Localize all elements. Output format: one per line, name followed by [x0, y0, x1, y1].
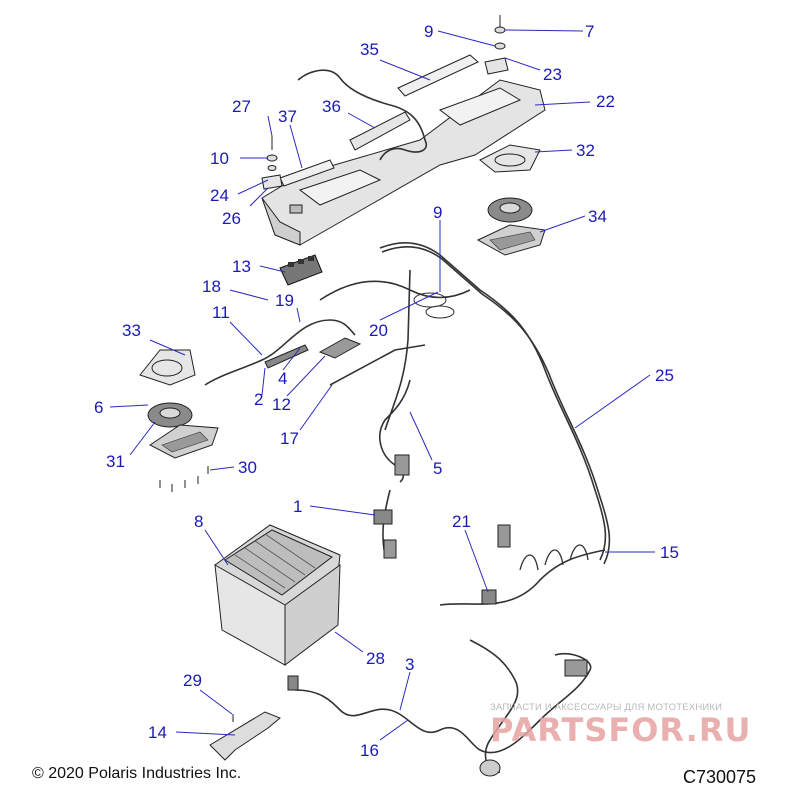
callout-18: 18 [202, 277, 221, 296]
callout-20: 20 [369, 321, 388, 340]
callout-4: 4 [278, 369, 287, 388]
callout-25: 25 [655, 366, 674, 385]
screws-30 [159, 466, 209, 492]
callout-23: 23 [543, 65, 562, 84]
speaker-bezel-33 [139, 349, 196, 386]
callout-6: 6 [94, 398, 103, 417]
callout-36: 36 [322, 97, 341, 116]
callout-15: 15 [660, 543, 679, 562]
antenna-17 [329, 344, 426, 386]
trim-strip-35 [397, 54, 479, 97]
speaker-31 [147, 402, 219, 459]
overhead-harness [297, 69, 427, 161]
harness-11 [204, 319, 356, 386]
callout-24: 24 [210, 186, 229, 205]
callout-13: 13 [232, 257, 251, 276]
callout-9b: 9 [433, 203, 442, 222]
callout-28: 28 [366, 649, 385, 668]
callout-9: 9 [424, 22, 433, 41]
watermark-brand: PARTSFOR.RU [490, 711, 752, 749]
harness-20 [319, 280, 471, 301]
callout-32: 32 [576, 141, 595, 160]
callout-12: 12 [272, 395, 291, 414]
storage-box-8 [214, 524, 341, 667]
fastener-stack-top [484, 15, 509, 75]
module-12 [318, 337, 362, 359]
callout-2: 2 [254, 390, 263, 409]
callout-30: 30 [238, 458, 257, 477]
watermark: ЗАПЧАСТИ И АКСЕССУАРЫ ДЛЯ МОТОТЕХНИКИ PA… [490, 702, 790, 749]
callout-37: 37 [278, 107, 297, 126]
callout-21: 21 [452, 512, 471, 531]
callout-35: 35 [360, 40, 379, 59]
speaker-bezel-32 [479, 144, 541, 173]
callout-3: 3 [405, 655, 414, 674]
drawing-id: C730075 [683, 767, 757, 787]
callout-31: 31 [106, 452, 125, 471]
harness-15 [439, 549, 606, 606]
callout-7: 7 [585, 22, 594, 41]
switch-panel-13 [279, 254, 323, 286]
callout-10: 10 [210, 149, 229, 168]
harness-1 [373, 489, 397, 559]
bracket-14 [209, 711, 281, 761]
watermark-tagline: ЗАПЧАСТИ И АКСЕССУАРЫ ДЛЯ МОТОТЕХНИКИ [490, 702, 723, 713]
callout-8: 8 [194, 512, 203, 531]
trim-strip-37 [279, 159, 335, 187]
callout-16: 16 [360, 741, 379, 760]
overhead-console-tray [261, 79, 546, 246]
callout-29: 29 [183, 671, 202, 690]
callout-1: 1 [293, 497, 302, 516]
callout-labels: 7 9 35 23 22 27 37 36 10 32 24 26 9 34 1… [94, 22, 679, 760]
callout-17: 17 [280, 429, 299, 448]
callout-19: 19 [275, 291, 294, 310]
callout-22: 22 [596, 92, 615, 111]
trim-strip-36 [349, 111, 411, 151]
callout-34: 34 [588, 207, 607, 226]
roll-cage-harness-25 [379, 241, 607, 561]
leader-lines [109, 29, 655, 741]
callout-14: 14 [148, 723, 167, 742]
callout-27: 27 [232, 97, 251, 116]
speaker-34 [476, 197, 546, 256]
callout-33: 33 [122, 321, 141, 340]
callout-11: 11 [212, 303, 230, 322]
callout-26: 26 [222, 209, 241, 228]
callout-5: 5 [433, 459, 442, 478]
harness-3-16 [294, 652, 592, 754]
copyright-notice: © 2020 Polaris Industries Inc. [32, 765, 242, 782]
trim-strip-4 [264, 344, 309, 369]
